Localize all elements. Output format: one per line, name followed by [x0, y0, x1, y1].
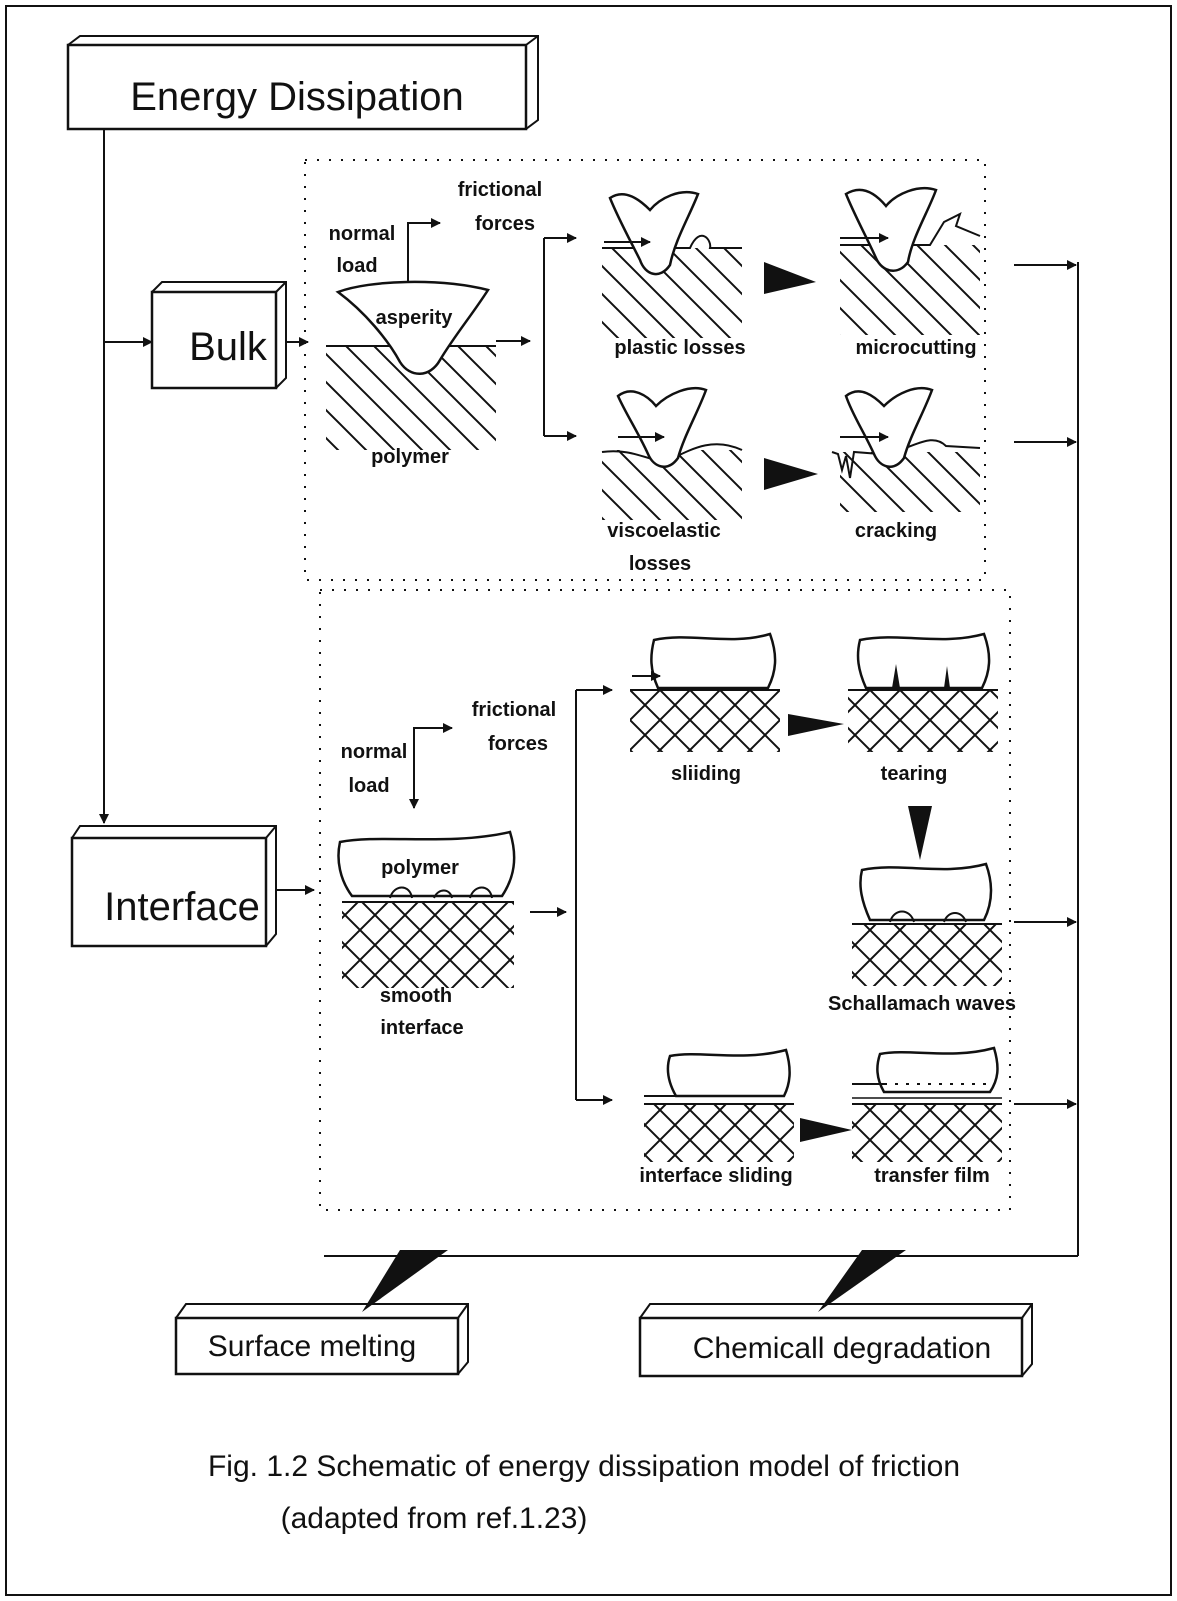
cracking-label: cracking: [855, 520, 937, 542]
viscoelastic-to-cracking-arrow: [764, 458, 818, 490]
to-chemical-degradation-wedge: [818, 1250, 906, 1312]
bulk-label: Bulk: [189, 325, 268, 369]
smooth-label: smooth: [380, 985, 452, 1007]
asperity-label: asperity: [376, 307, 454, 329]
plastic-to-microcutting-arrow: [764, 262, 816, 294]
losses-label: losses: [629, 553, 691, 575]
energy-dissipation-label: Energy Dissipation: [130, 75, 464, 119]
interface-label: Interface: [104, 885, 260, 929]
tearing-to-schallamach-arrow: [908, 806, 932, 860]
interface-sliding-to-transfer-film-arrow: [800, 1118, 852, 1142]
sliding-to-tearing-arrow: [788, 714, 844, 736]
plastic-losses-label: plastic losses: [614, 337, 745, 359]
plastic-losses-illustration: [602, 191, 742, 338]
cracking-illustration: [831, 387, 981, 512]
bulk-normal-label: normal: [329, 223, 396, 245]
interface-frictional-label: frictional: [472, 699, 556, 721]
interface-polymer-illustration: [337, 723, 516, 988]
sliding-label: sliiding: [671, 763, 741, 785]
energy-dissipation-box: Energy Dissipation: [66, 35, 539, 131]
microcutting-label: microcutting: [855, 337, 976, 359]
interface-polymer-label: polymer: [381, 857, 459, 879]
interface-subtitle-label: interface: [380, 1017, 463, 1039]
surface-melting-label: Surface melting: [208, 1330, 416, 1363]
figure-caption-line2: (adapted from ref.1.23): [281, 1502, 588, 1535]
surface-melting-box: Surface melting: [174, 1303, 469, 1376]
sliding-illustration: [630, 632, 780, 752]
bulk-frictional-label: frictional: [458, 179, 542, 201]
bulk-box: Bulk: [150, 281, 287, 390]
viscoelastic-label: viscoelastic: [607, 520, 720, 542]
interface-sliding-illustration: [644, 1048, 794, 1162]
chemical-degradation-box: Chemicall degradation: [638, 1303, 1033, 1378]
to-surface-melting-wedge: [362, 1250, 448, 1312]
schallamach-waves-illustration: [852, 862, 1002, 986]
interface-load-label: load: [348, 775, 389, 797]
transfer-film-label: transfer film: [874, 1165, 990, 1187]
microcutting-illustration: [840, 187, 981, 335]
chemical-degradation-label: Chemicall degradation: [693, 1332, 992, 1365]
bulk-panel: [304, 159, 986, 581]
interface-box: Interface: [70, 825, 277, 948]
interface-normal-label: normal: [341, 741, 408, 763]
bulk-forces-label: forces: [475, 213, 535, 235]
viscoelastic-losses-illustration: [601, 387, 743, 520]
right-collector: [324, 260, 1079, 1257]
tearing-illustration: [848, 632, 998, 752]
bulk-asperity-illustration: [326, 218, 496, 450]
page-border: [5, 5, 1172, 1596]
figure-caption-line1: Fig. 1.2 Schematic of energy dissipation…: [208, 1450, 960, 1483]
schallamach-label: Schallamach waves: [828, 993, 1016, 1015]
interface-sliding-label: interface sliding: [639, 1165, 792, 1187]
bulk-load-label: load: [336, 255, 377, 277]
tearing-label: tearing: [881, 763, 948, 785]
bulk-polymer-label: polymer: [371, 446, 449, 468]
interface-forces-label: forces: [488, 733, 548, 755]
transfer-film-illustration: [852, 1046, 1002, 1162]
